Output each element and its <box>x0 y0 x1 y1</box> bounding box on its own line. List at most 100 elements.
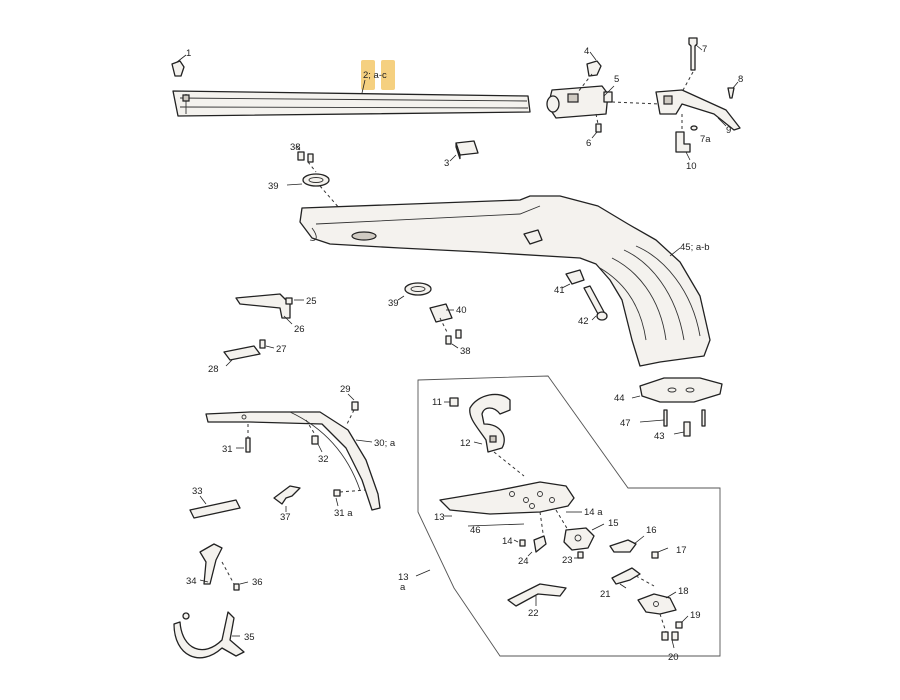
label-39-lower: 39 <box>388 298 399 309</box>
label-43: 43 <box>654 431 665 442</box>
breech-screw <box>595 123 602 133</box>
label-29: 29 <box>340 384 351 395</box>
label-27: 27 <box>276 344 287 355</box>
label-14: 14 <box>502 536 513 547</box>
label-42: 42 <box>578 316 589 327</box>
mainspring <box>507 583 567 607</box>
breech-plug <box>546 85 613 119</box>
label-17: 17 <box>676 545 687 556</box>
label-20: 20 <box>668 652 679 663</box>
label-25: 25 <box>306 296 317 307</box>
trigger-bow <box>173 611 245 659</box>
label-5: 5 <box>614 74 619 85</box>
label-12: 12 <box>460 438 471 449</box>
trigger-guard-stud-a <box>333 489 341 497</box>
mounting-bracket <box>675 131 691 153</box>
label-44: 44 <box>614 393 625 404</box>
bridle-screw-b <box>661 631 679 641</box>
tang-washer <box>690 125 698 131</box>
label-28: 28 <box>208 364 219 375</box>
bridle-screw-a <box>675 621 683 629</box>
trigger-guard-screw <box>351 401 359 411</box>
highlight-mark <box>381 60 395 90</box>
barrel <box>172 90 531 117</box>
label-13: 13 <box>434 512 445 523</box>
trigger-spring <box>273 485 301 505</box>
lock-plate-small <box>429 303 453 323</box>
trigger-screw <box>233 583 240 591</box>
label-47: 47 <box>620 418 631 429</box>
sear-spring <box>611 567 641 585</box>
label-33: 33 <box>192 486 203 497</box>
label-6: 6 <box>586 138 591 149</box>
tumbler-screw <box>577 551 584 559</box>
trigger-plate <box>189 499 241 519</box>
label-3: 3 <box>444 158 449 169</box>
tang-screw <box>688 37 698 71</box>
thimble <box>235 293 291 319</box>
label-9: 9 <box>726 125 731 136</box>
rear-thimble <box>223 345 261 361</box>
trigger <box>199 543 223 585</box>
label-16: 16 <box>646 525 657 536</box>
butt-cap <box>639 377 723 403</box>
thimble-screw <box>285 297 293 305</box>
label-46: 46 <box>470 525 481 536</box>
label-8: 8 <box>738 74 743 85</box>
hammer-screw <box>449 397 459 407</box>
trigger-guard-pin <box>245 437 251 453</box>
stock <box>299 195 711 367</box>
label-36: 36 <box>252 577 263 588</box>
bridle <box>637 593 677 615</box>
sear-pin <box>533 535 547 553</box>
label-13a-suffix: a <box>400 582 406 593</box>
label-21: 21 <box>600 589 611 600</box>
lock-bolt-plate <box>565 269 585 285</box>
label-26: 26 <box>294 324 305 335</box>
escutcheon-lower <box>404 282 432 296</box>
label-39-top: 39 <box>268 181 279 192</box>
tang-pin <box>727 87 735 99</box>
sear-screw <box>651 551 659 559</box>
butt-pin <box>663 409 706 427</box>
label-31a: 31 a <box>334 508 353 519</box>
label-45ab: 45; a-b <box>680 242 710 253</box>
escutcheon-screw-lower <box>445 329 462 345</box>
label-19: 19 <box>690 610 701 621</box>
bridle-screw <box>519 539 526 547</box>
label-34: 34 <box>186 576 197 587</box>
label-38-lower: 38 <box>460 346 471 357</box>
label-7: 7 <box>702 44 707 55</box>
label-2: 2; a-c <box>363 70 387 81</box>
hammer <box>469 393 511 453</box>
label-13a-number: 13 <box>398 572 409 583</box>
label-32: 32 <box>318 454 329 465</box>
trigger-guard-stud <box>311 435 319 445</box>
label-10: 10 <box>686 161 697 172</box>
label-14a: 14 a <box>584 507 603 518</box>
rear-thimble-screw <box>259 339 266 349</box>
escutcheon <box>302 173 330 187</box>
front-sight <box>171 60 185 77</box>
label-40: 40 <box>456 305 467 316</box>
label-7a: 7a <box>700 134 711 145</box>
label-35: 35 <box>244 632 255 643</box>
nipple <box>586 60 602 77</box>
label-1: 1 <box>186 48 191 59</box>
label-22: 22 <box>528 608 539 619</box>
sear <box>609 539 637 553</box>
label-38-top: 38 <box>290 142 301 153</box>
label-4: 4 <box>584 46 589 57</box>
label-30a: 30; a <box>374 438 396 449</box>
lock-plate <box>439 481 575 515</box>
label-18: 18 <box>678 586 689 597</box>
tang <box>655 89 741 131</box>
label-41: 41 <box>554 285 565 296</box>
barrel-wedge <box>455 140 479 160</box>
trigger-guard <box>205 411 381 511</box>
tumbler <box>563 527 595 551</box>
label-37: 37 <box>280 512 291 523</box>
side-plate <box>523 229 543 245</box>
escutcheon-screw <box>297 151 314 163</box>
